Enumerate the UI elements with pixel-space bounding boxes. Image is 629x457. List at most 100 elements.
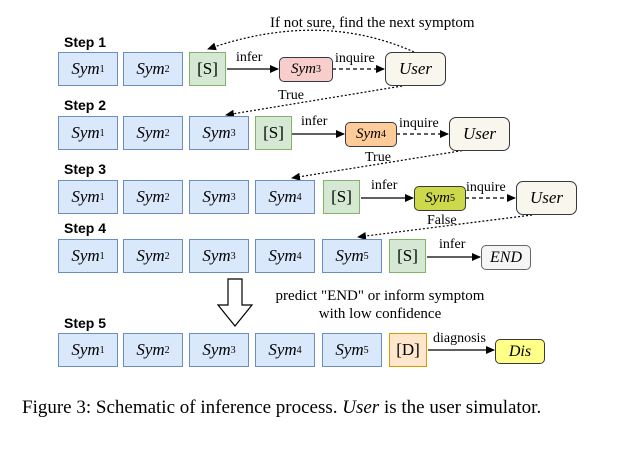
true-arrow-step2 xyxy=(291,149,467,181)
false-arrow-step3 xyxy=(357,214,533,240)
infer-label: infer xyxy=(301,114,328,129)
sym-index: 1 xyxy=(99,344,105,356)
step-label-1: Step 1 xyxy=(64,34,107,50)
sym-prefix: Sym xyxy=(202,246,231,265)
user-box: User xyxy=(516,181,577,215)
step5-note: predict "END" or inform symptom with low… xyxy=(260,287,500,323)
sym-index: 1 xyxy=(99,250,105,262)
true-arrow-step1 xyxy=(225,85,403,118)
sym-index: 1 xyxy=(99,127,105,139)
caption-suffix: is the user simulator. xyxy=(379,397,542,418)
sym-prefix: Sym xyxy=(136,340,165,359)
sym-prefix: Sym xyxy=(356,126,381,142)
sym-index: 5 xyxy=(363,344,369,356)
sym-prefix: Sym xyxy=(202,123,231,142)
true-label: True xyxy=(365,150,391,165)
sym-prefix: Sym xyxy=(291,61,316,77)
sym-prefix: Sym xyxy=(71,123,100,142)
sym-prefix: Sym xyxy=(268,187,297,206)
infer-label: infer xyxy=(371,178,398,193)
figure-caption: Figure 3: Schematic of inference process… xyxy=(22,396,612,420)
step-label-5: Step 5 xyxy=(64,315,107,331)
sym-index: 2 xyxy=(164,250,170,262)
not-sure-arrow xyxy=(207,29,415,53)
state-token-box: [S] xyxy=(389,239,426,273)
sym-index: 1 xyxy=(99,191,105,203)
sym-index: 3 xyxy=(316,64,321,75)
diagnosis-label: diagnosis xyxy=(433,331,486,346)
down-arrow-icon xyxy=(216,278,254,327)
infer-label: infer xyxy=(439,237,466,252)
sym-prefix: Sym xyxy=(335,246,364,265)
sym-index: 4 xyxy=(381,129,386,140)
disease-box: Dis xyxy=(495,339,545,364)
disease-state-box: [D] xyxy=(389,333,427,367)
sym-index: 2 xyxy=(164,191,170,203)
sym-index: 3 xyxy=(230,191,236,203)
connector-layer xyxy=(207,29,533,354)
state-token-box: [S] xyxy=(189,52,226,86)
sym-prefix: Sym xyxy=(136,123,165,142)
caption-italic: User xyxy=(342,397,380,418)
inquire-label: inquire xyxy=(335,51,375,66)
inquire-label: inquire xyxy=(399,116,439,131)
sym-index: 1 xyxy=(99,63,105,75)
sym-index: 4 xyxy=(296,191,302,203)
sym-index: 2 xyxy=(164,344,170,356)
infer-label: infer xyxy=(236,50,263,65)
sym-index: 2 xyxy=(164,127,170,139)
sym-index: 4 xyxy=(296,250,302,262)
sym-prefix: Sym xyxy=(335,340,364,359)
state-token-box: [S] xyxy=(323,180,360,214)
false-label: False xyxy=(427,213,457,228)
sym-index: 2 xyxy=(164,63,170,75)
sym-index: 5 xyxy=(450,193,455,204)
sym-prefix: Sym xyxy=(71,246,100,265)
step-label-3: Step 3 xyxy=(64,161,107,177)
step5-note-line1: predict "END" or inform symptom xyxy=(275,288,485,304)
sym-prefix: Sym xyxy=(268,246,297,265)
sym-prefix: Sym xyxy=(136,187,165,206)
sym-index: 3 xyxy=(230,127,236,139)
user-box: User xyxy=(385,52,446,86)
sym-prefix: Sym xyxy=(202,187,231,206)
step-label-4: Step 4 xyxy=(64,220,107,236)
end-box: END xyxy=(481,245,531,270)
state-token-box: [S] xyxy=(255,116,292,150)
sym-prefix: Sym xyxy=(268,340,297,359)
sym-prefix: Sym xyxy=(136,59,165,78)
sym-index: 3 xyxy=(230,250,236,262)
caption-prefix: Figure 3: Schematic of inference process… xyxy=(22,397,343,418)
not-sure-label: If not sure, find the next symptom xyxy=(270,15,475,31)
sym-prefix: Sym xyxy=(202,340,231,359)
sym-index: 3 xyxy=(230,344,236,356)
sym-prefix: Sym xyxy=(71,340,100,359)
sym-prefix: Sym xyxy=(425,190,450,206)
sym-prefix: Sym xyxy=(136,246,165,265)
inquire-label: inquire xyxy=(466,180,506,195)
step5-note-line2: with low confidence xyxy=(318,306,442,322)
step-label-2: Step 2 xyxy=(64,97,107,113)
